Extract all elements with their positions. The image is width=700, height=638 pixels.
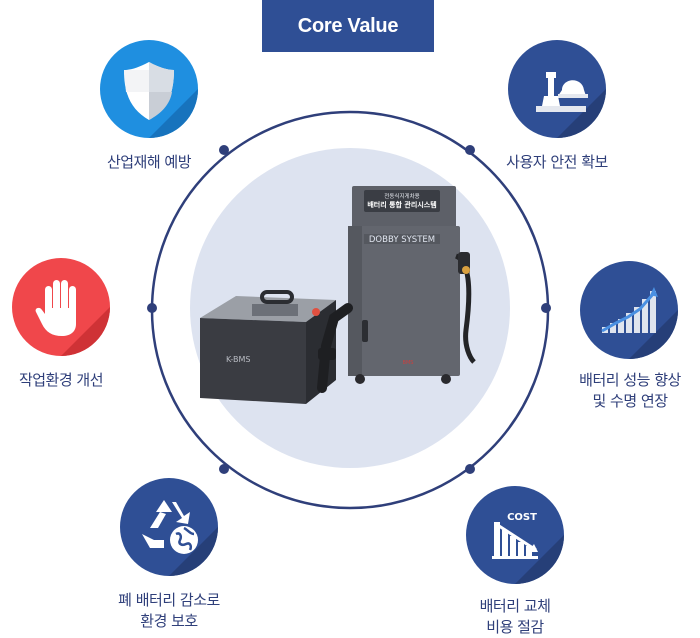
environment-label-line2: 환경 보호: [140, 612, 198, 630]
performance-badge: [580, 261, 678, 359]
shield-icon: [124, 62, 198, 138]
environment-label-line1: 폐 배터리 감소로: [118, 591, 220, 609]
cabinet-title: 배터리 통합 관리시스템: [367, 200, 436, 209]
cost-icon-text: COST: [507, 512, 537, 523]
ring-dot: [147, 303, 157, 313]
cost-label-line1: 배터리 교체: [479, 597, 551, 615]
ring-dot: [219, 145, 229, 155]
recycle-globe-icon: [142, 500, 218, 576]
work-label: 작업환경 개선: [18, 371, 104, 389]
ring-dot: [465, 464, 475, 474]
cost-label-line2: 비용 절감: [486, 618, 544, 636]
portable-unit: K-BMS: [200, 290, 353, 404]
performance-label-line2: 및 수명 연장: [592, 392, 668, 410]
portable-brand: K-BMS: [226, 355, 250, 364]
cabinet-brand: DOBBY SYSTEM: [369, 235, 435, 245]
environment-label: 폐 배터리 감소로 환경 보호: [94, 590, 244, 632]
hard-hat-icon: [536, 72, 606, 138]
cost-label: 배터리 교체 비용 절감: [452, 596, 578, 638]
safety-label: 사용자 안전 확보: [506, 153, 608, 171]
environment-badge: [120, 478, 218, 576]
performance-label-line1: 배터리 성능 향상: [579, 371, 681, 389]
safety-badge: [508, 40, 606, 138]
ring-dot: [541, 303, 551, 313]
cabinet-unit: 전동식지게차용 배터리 통합 관리시스템 DOBBY SYSTEM BMS: [348, 186, 476, 384]
prevention-label: 산업재해 예방: [106, 153, 192, 171]
cost-down-icon: COST: [492, 512, 564, 584]
prevention-badge: [100, 40, 198, 138]
cabinet-title-small: 전동식지게차용: [384, 192, 419, 200]
stop-hand-icon: [35, 280, 110, 356]
ring-dot: [465, 145, 475, 155]
page-title: Core Value: [262, 0, 434, 52]
work-badge: [12, 258, 110, 356]
ring-dot: [219, 464, 229, 474]
performance-label: 배터리 성능 향상 및 수명 연장: [566, 370, 694, 412]
cabinet-logo: BMS: [403, 360, 414, 366]
cost-badge: COST: [466, 486, 564, 584]
growth-chart-icon: [601, 287, 678, 359]
